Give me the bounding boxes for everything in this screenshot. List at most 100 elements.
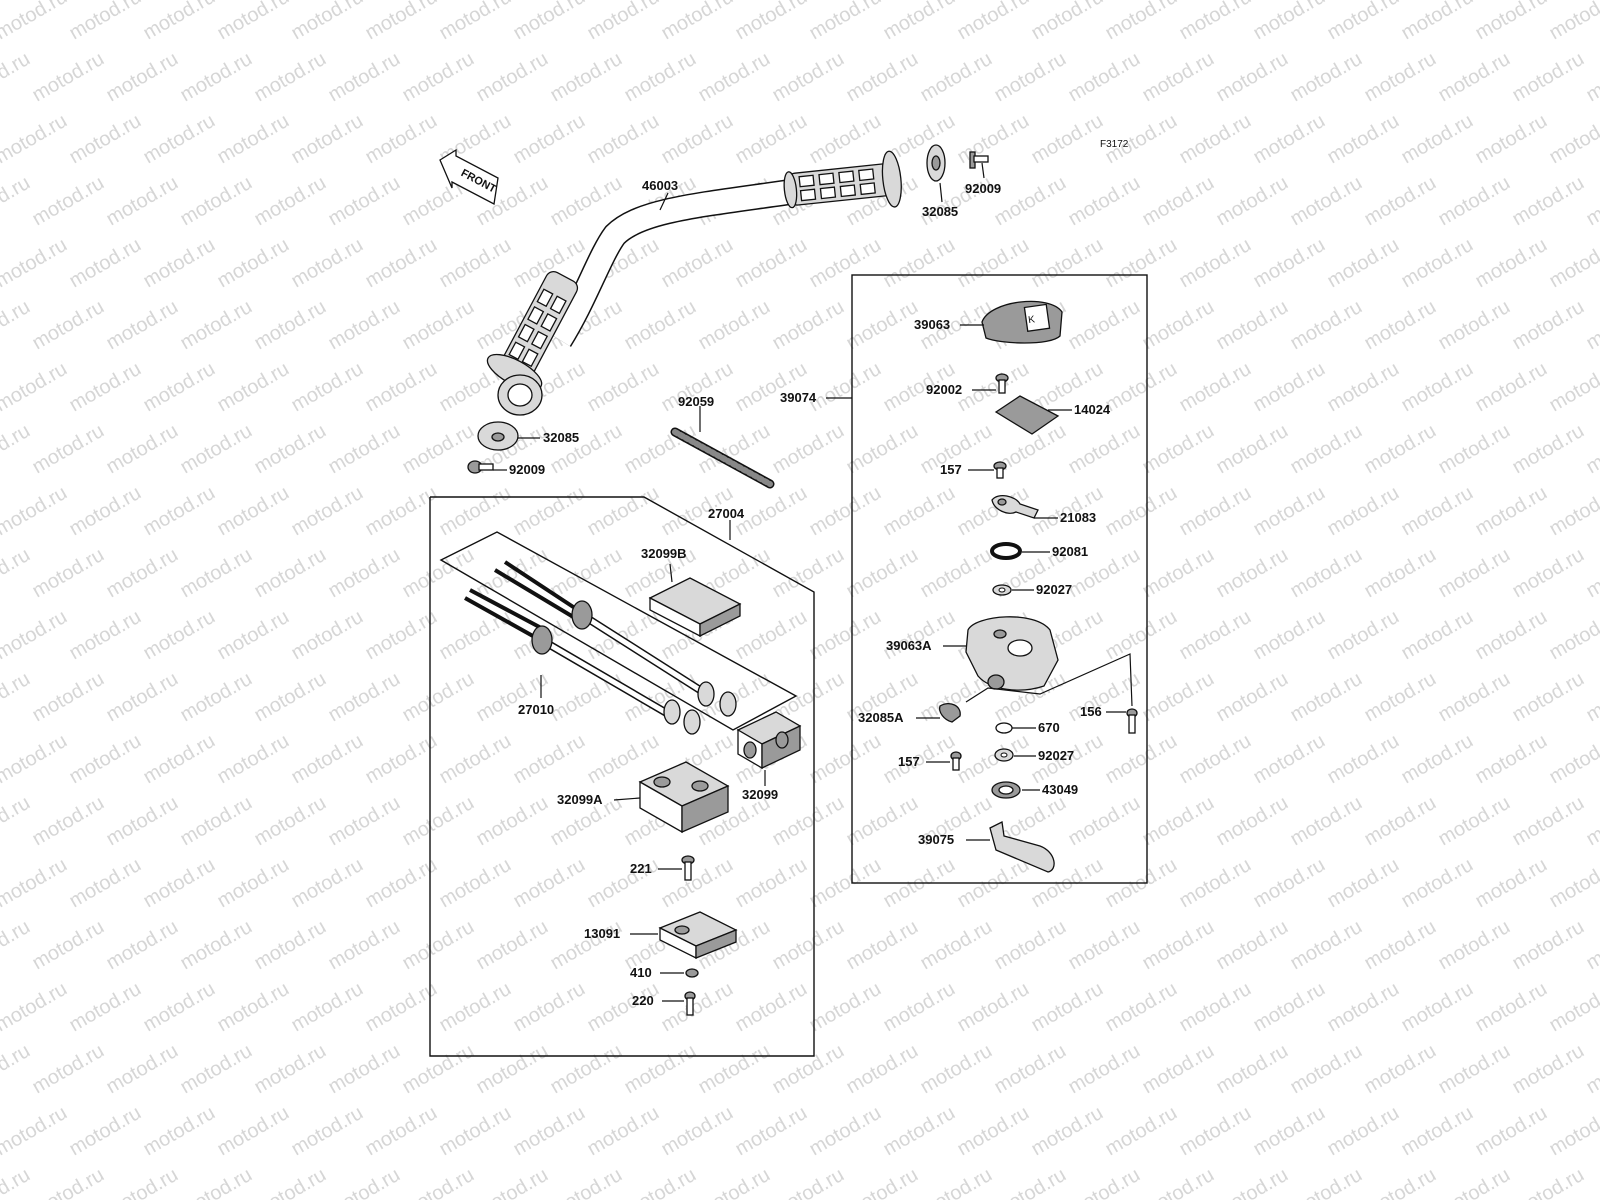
watermark-text: motod.ru <box>1472 854 1551 913</box>
watermark-text: motod.ru <box>769 296 848 355</box>
watermark-text: motod.ru <box>1546 482 1600 541</box>
watermark-text: motod.ru <box>1472 482 1551 541</box>
watermark-text: motod.ru <box>584 482 663 541</box>
watermark-text: motod.ru <box>1546 854 1600 913</box>
watermark-text: motod.ru <box>0 916 34 975</box>
part-label-92002: 92002 <box>926 382 962 397</box>
watermark-text: motod.ru <box>214 854 293 913</box>
watermark-text: motod.ru <box>140 358 219 417</box>
watermark-text: motod.ru <box>1176 234 1255 293</box>
watermark-text: motod.ru <box>66 234 145 293</box>
watermark-text: motod.ru <box>251 916 330 975</box>
watermark-text: motod.ru <box>399 668 478 727</box>
watermark-text: motod.ru <box>806 110 885 169</box>
watermark-text: motod.ru <box>1398 358 1477 417</box>
watermark-text: motod.ru <box>1398 0 1477 44</box>
watermark-text: motod.ru <box>880 606 959 665</box>
seal-43049-drawing <box>991 781 1021 799</box>
watermark-text: motod.ru <box>0 978 71 1037</box>
watermark-text: motod.ru <box>510 854 589 913</box>
watermark-text: motod.ru <box>732 234 811 293</box>
watermark-text: motod.ru <box>1287 792 1366 851</box>
watermark-text: motod.ru <box>66 0 145 44</box>
part-label-21083: 21083 <box>1060 510 1096 525</box>
watermark-text: motod.ru <box>325 48 404 107</box>
part-label-410: 410 <box>630 965 652 980</box>
watermark-text: motod.ru <box>436 978 515 1037</box>
watermark-text: motod.ru <box>1361 420 1440 479</box>
watermark-text: motod.ru <box>29 1164 108 1200</box>
watermark-text: motod.ru <box>1435 792 1514 851</box>
watermark-text: motod.ru <box>0 0 71 44</box>
watermark-text: motod.ru <box>769 792 848 851</box>
watermark-text: motod.ru <box>0 668 34 727</box>
watermark-text: motod.ru <box>1435 916 1514 975</box>
watermark-text: motod.ru <box>1176 854 1255 913</box>
part-label-221: 221 <box>630 861 652 876</box>
watermark-text: motod.ru <box>843 1164 922 1200</box>
case-a-drawing <box>638 761 730 834</box>
watermark-text: motod.ru <box>473 792 552 851</box>
watermark-text: motod.ru <box>1139 668 1218 727</box>
watermark-text: motod.ru <box>325 544 404 603</box>
watermark-text: motod.ru <box>1435 1164 1514 1200</box>
watermark-text: motod.ru <box>1028 0 1107 44</box>
watermark-text: motod.ru <box>251 668 330 727</box>
watermark-text: motod.ru <box>1472 606 1551 665</box>
watermark-text: motod.ru <box>0 606 71 665</box>
watermark-text: motod.ru <box>1509 792 1588 851</box>
watermark-text: motod.ru <box>1287 916 1366 975</box>
watermark-text: motod.ru <box>1250 234 1329 293</box>
watermark-text: motod.ru <box>991 48 1070 107</box>
watermark-text: motod.ru <box>1250 606 1329 665</box>
watermark-text: motod.ru <box>214 358 293 417</box>
watermark-text: motod.ru <box>917 544 996 603</box>
watermark-text: motod.ru <box>1102 1102 1181 1161</box>
watermark-text: motod.ru <box>1102 358 1181 417</box>
watermark-text: motod.ru <box>621 1164 700 1200</box>
watermark-text: motod.ru <box>621 48 700 107</box>
watermark-text: motod.ru <box>806 482 885 541</box>
watermark-text: motod.ru <box>843 420 922 479</box>
watermark-text: motod.ru <box>806 1102 885 1161</box>
watermark-text: motod.ru <box>1509 48 1588 107</box>
watermark-text: motod.ru <box>1324 358 1403 417</box>
watermark-text: motod.ru <box>325 792 404 851</box>
watermark-text: motod.ru <box>954 234 1033 293</box>
grip-end-left-drawing <box>467 421 519 474</box>
watermark-text: motod.ru <box>1176 978 1255 1037</box>
watermark-text: motod.ru <box>954 0 1033 44</box>
watermark-text: motod.ru <box>1361 1164 1440 1200</box>
watermark-text: motod.ru <box>0 1102 71 1161</box>
watermark-text: motod.ru <box>325 668 404 727</box>
bolt-157-top-drawing <box>993 461 1007 479</box>
bolt-156-drawing <box>1126 708 1138 734</box>
watermark-text: motod.ru <box>66 606 145 665</box>
watermark-text: motod.ru <box>177 48 256 107</box>
watermark-text: motod.ru <box>177 792 256 851</box>
watermark-text: motod.ru <box>1583 668 1600 727</box>
watermark-text: motod.ru <box>473 544 552 603</box>
housing-39063a-drawing <box>965 616 1059 691</box>
watermark-text: motod.ru <box>991 916 1070 975</box>
watermark-text: motod.ru <box>1361 172 1440 231</box>
watermark-text: motod.ru <box>1509 420 1588 479</box>
watermark-text: motod.ru <box>806 0 885 44</box>
watermark-text: motod.ru <box>1102 482 1181 541</box>
watermark-text: motod.ru <box>1102 730 1181 789</box>
watermark-text: motod.ru <box>1176 0 1255 44</box>
watermark-text: motod.ru <box>1435 48 1514 107</box>
watermark-text: motod.ru <box>1287 48 1366 107</box>
cover-39063-drawing: K <box>981 300 1063 344</box>
watermark-text: motod.ru <box>103 916 182 975</box>
watermark-text: motod.ru <box>1398 110 1477 169</box>
watermark-text: motod.ru <box>1213 668 1292 727</box>
watermark-text: motod.ru <box>658 854 737 913</box>
watermark-text: motod.ru <box>473 48 552 107</box>
watermark-text: motod.ru <box>1583 172 1600 231</box>
watermark-text: motod.ru <box>399 48 478 107</box>
watermark-text: motod.ru <box>1509 668 1588 727</box>
watermark-text: motod.ru <box>1065 1164 1144 1200</box>
watermark-text: motod.ru <box>29 544 108 603</box>
part-label-39063: 39063 <box>914 317 950 332</box>
